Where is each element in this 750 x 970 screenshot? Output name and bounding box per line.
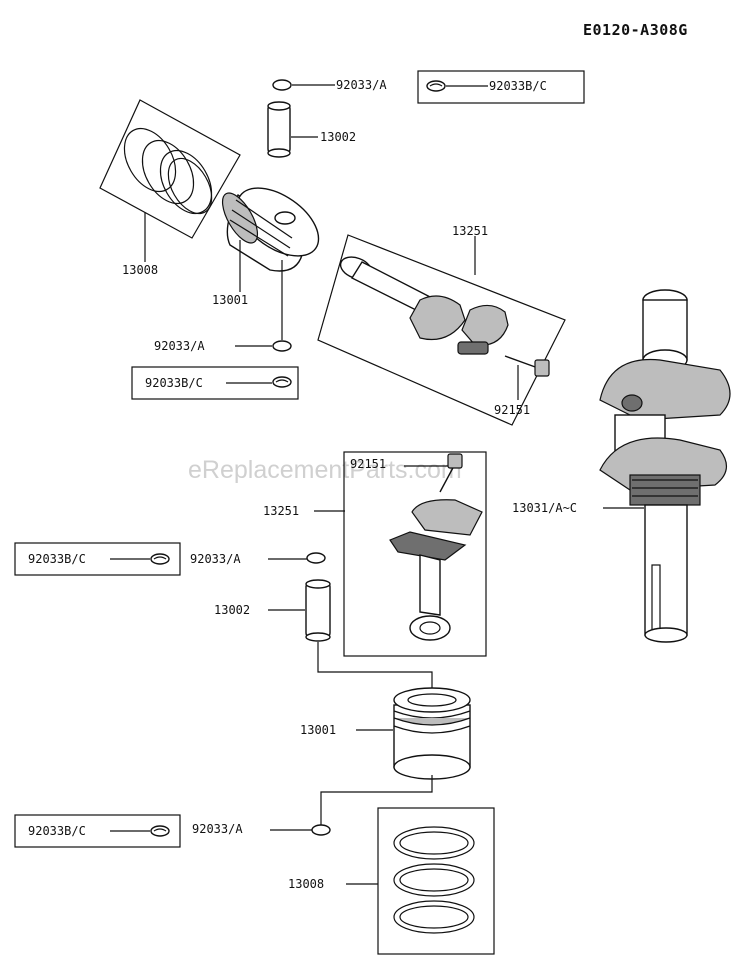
label-13008-top: 13008: [122, 263, 158, 277]
label-92033a-low: 92033/A: [190, 552, 241, 566]
label-13251-lower: 13251: [263, 504, 299, 518]
label-13002-top: 13002: [320, 130, 356, 144]
label-92033bc-top: 92033B/C: [489, 79, 547, 93]
label-13001-low: 13001: [300, 723, 336, 737]
label-13031: 13031/A~C: [512, 501, 577, 515]
box-rod-lower: [343, 451, 487, 657]
label-13001-top: 13001: [212, 293, 248, 307]
label-13002-low: 13002: [214, 603, 250, 617]
snap-ring-bc-top: [426, 80, 446, 92]
snap-ring-bc-mid: [272, 376, 292, 388]
piston-pin-low: [305, 579, 331, 642]
box-92033bc-top: [417, 70, 585, 104]
piston-rings-top: [123, 127, 213, 215]
connecting-rod-top: [339, 256, 509, 355]
label-92033bc-low: 92033B/C: [28, 552, 86, 566]
label-92033bc-bottom: 92033B/C: [28, 824, 86, 838]
label-92151-top: 92151: [494, 403, 530, 417]
snap-ring-bc-low: [150, 553, 170, 565]
bolt-lower: [439, 453, 463, 493]
snap-ring-mid: [272, 340, 292, 352]
snap-ring-top: [272, 79, 292, 91]
reference-code: E0120-A308G: [583, 21, 688, 39]
box-ringset-top: [99, 99, 241, 239]
label-92033a-top: 92033/A: [336, 78, 387, 92]
label-92033a-bottom: 92033/A: [192, 822, 243, 836]
piston-lower: [393, 687, 471, 780]
crankshaft: [599, 289, 731, 643]
snap-ring-bc-bottom: [150, 825, 170, 837]
connecting-rod-lower: [389, 499, 483, 641]
label-92151-box: 92151: [350, 457, 386, 471]
piston-rings-bottom: [393, 826, 475, 934]
box-ringset-bottom: [377, 807, 495, 955]
bolt-top: [504, 355, 550, 377]
label-92033a-mid: 92033/A: [154, 339, 205, 353]
label-92033bc-mid: 92033B/C: [145, 376, 203, 390]
piston-top: [221, 187, 320, 272]
snap-ring-low: [306, 552, 326, 564]
box-rod-top: [317, 234, 566, 426]
box-92033bc-mid: [131, 366, 299, 400]
label-13251-top: 13251: [452, 224, 488, 238]
box-92033bc-low: [14, 542, 181, 576]
snap-ring-bottom: [311, 824, 331, 836]
label-13008-bottom: 13008: [288, 877, 324, 891]
box-92033bc-bottom: [14, 814, 181, 848]
watermark-text: eReplacementParts.com: [188, 456, 462, 484]
piston-pin-top: [267, 101, 291, 158]
